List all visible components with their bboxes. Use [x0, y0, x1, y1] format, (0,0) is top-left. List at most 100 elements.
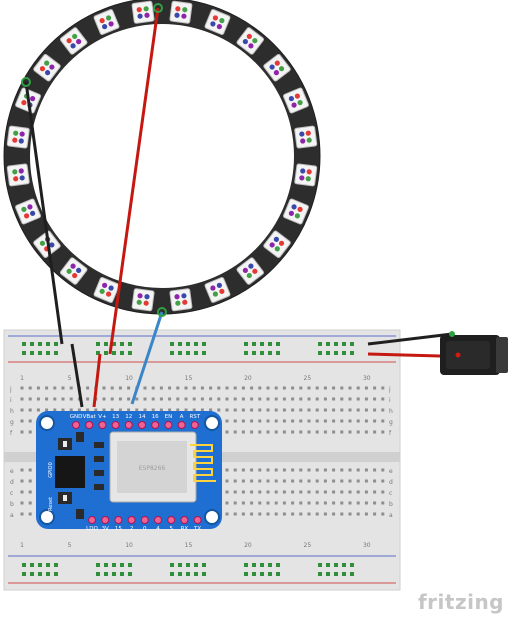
row-letter: h: [389, 408, 393, 415]
pin-label: 15: [115, 526, 122, 532]
rail-hole: [112, 563, 116, 567]
board-pin: [164, 421, 173, 429]
wire-black-ring-gnd: [24, 81, 64, 345]
rail-hole: [268, 563, 272, 567]
rail-hole: [186, 572, 190, 576]
row-letter: j: [388, 386, 391, 393]
rail-hole: [252, 342, 256, 346]
pin-label: RST: [189, 414, 200, 420]
board-pin: [124, 421, 133, 429]
ring-pixel: [263, 54, 291, 82]
pin-label: 4: [156, 526, 160, 532]
rail-hole: [326, 572, 330, 576]
rail-hole: [276, 563, 280, 567]
board-pin: [180, 516, 189, 524]
ring-pixel: [93, 277, 120, 303]
column-number: 10: [125, 375, 133, 382]
column-number: 25: [304, 542, 312, 549]
column-number: 1: [20, 375, 24, 382]
rail-hole: [268, 351, 272, 355]
rail-hole: [326, 563, 330, 567]
ring-pixel: [294, 125, 318, 149]
rail-hole: [244, 572, 248, 576]
row-letter: h: [10, 408, 14, 415]
wire-black-jack: [367, 332, 453, 346]
pin-label: RX: [181, 526, 189, 532]
row-letter: e: [389, 468, 393, 475]
rail-hole: [260, 572, 264, 576]
column-number: 15: [185, 542, 193, 549]
row-letter: c: [389, 490, 392, 497]
column-number: 5: [68, 375, 72, 382]
rail-hole: [260, 563, 264, 567]
rail-hole: [178, 342, 182, 346]
wire-red-jack: [367, 352, 441, 358]
rail-hole: [342, 563, 346, 567]
rail-hole: [128, 563, 132, 567]
rail-hole: [170, 342, 174, 346]
rail-hole: [38, 563, 42, 567]
rail-hole: [104, 351, 108, 355]
rail-hole: [178, 563, 182, 567]
rail-hole: [318, 572, 322, 576]
rail-hole: [22, 572, 26, 576]
pin-label: LDO: [86, 526, 98, 532]
column-number: 30: [363, 375, 371, 382]
column-number: 5: [68, 542, 72, 549]
board-pin: [114, 516, 123, 524]
rail-hole: [96, 563, 100, 567]
rail-hole: [104, 342, 108, 346]
row-letter: c: [10, 490, 13, 497]
ring-pixel: [204, 277, 231, 303]
rail-hole: [128, 351, 132, 355]
rail-hole: [318, 342, 322, 346]
ring-pixel: [236, 257, 264, 285]
pin-label: TX: [193, 526, 201, 532]
rail-hole: [194, 572, 198, 576]
ring-pixel: [204, 9, 231, 35]
row-letter: f: [389, 430, 392, 437]
pin-label: 14: [139, 414, 146, 420]
rail-hole: [202, 351, 206, 355]
rail-hole: [120, 351, 124, 355]
rail-hole: [244, 342, 248, 346]
ring-pixel: [6, 163, 30, 187]
row-letter: b: [10, 501, 14, 508]
pin-label: 13: [112, 414, 119, 420]
rail-hole: [202, 572, 206, 576]
rail-hole: [244, 351, 248, 355]
rail-hole: [318, 563, 322, 567]
wire-red-board-vbat: [92, 353, 102, 408]
rail-hole: [22, 351, 26, 355]
board-pin: [101, 516, 110, 524]
row-letter: g: [389, 419, 393, 426]
rail-hole: [252, 351, 256, 355]
rail-hole: [194, 563, 198, 567]
rail-hole: [276, 351, 280, 355]
board-pin: [190, 421, 199, 429]
row-letter: d: [10, 479, 14, 486]
side-label: GPIO0: [48, 462, 54, 477]
rail-hole: [54, 342, 58, 346]
rail-hole: [112, 572, 116, 576]
rail-hole: [326, 342, 330, 346]
rail-hole: [46, 572, 50, 576]
row-letter: e: [10, 468, 14, 475]
chip-label: ESP8266: [139, 465, 166, 472]
row-letter: f: [10, 430, 13, 437]
barrel-jack: [440, 335, 508, 375]
rail-hole: [276, 572, 280, 576]
wire-red-ring-power: [108, 7, 160, 355]
pin-label: 5: [169, 526, 173, 532]
rail-hole: [268, 342, 272, 346]
row-letter: a: [10, 512, 14, 519]
pin-label: VBat: [83, 414, 97, 420]
rail-hole: [252, 572, 256, 576]
rail-hole: [128, 572, 132, 576]
rail-hole: [30, 572, 34, 576]
ring-pixel: [283, 87, 309, 114]
rail-hole: [202, 563, 206, 567]
rail-hole: [112, 342, 116, 346]
pin-label: 12: [125, 414, 132, 420]
